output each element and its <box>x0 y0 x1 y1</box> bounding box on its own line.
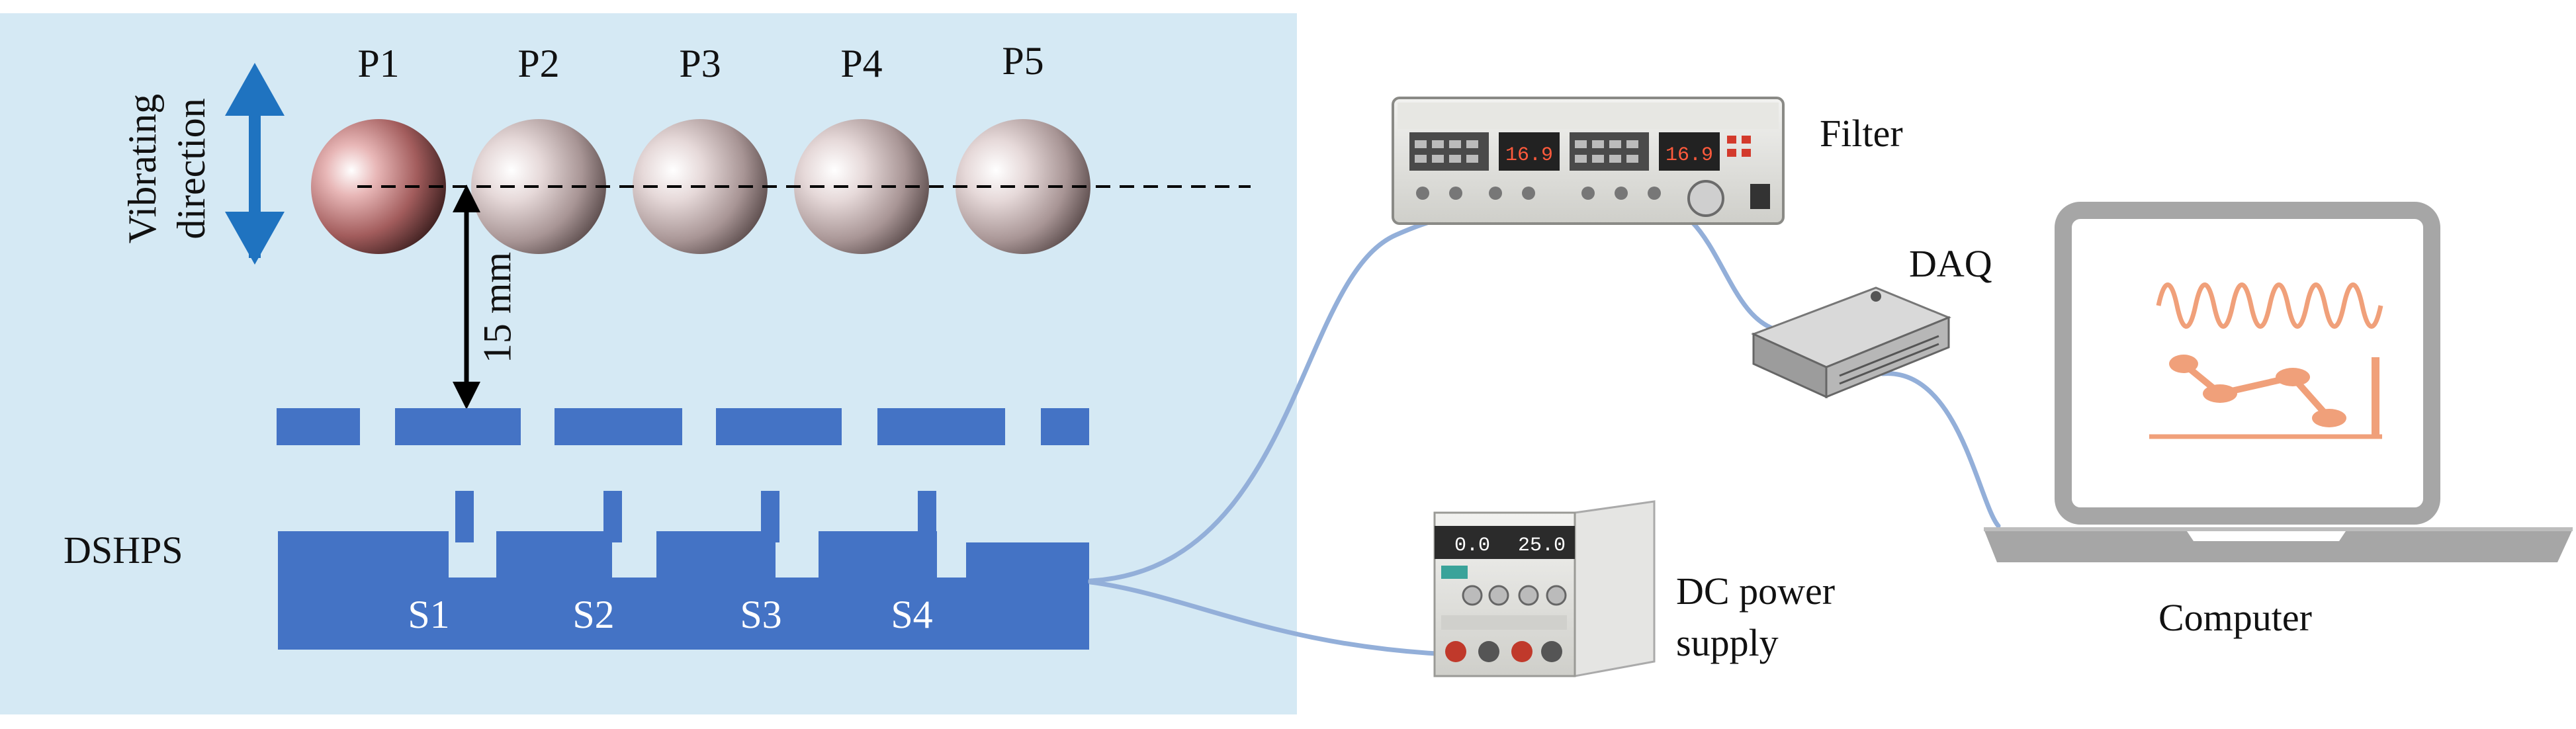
particle-label-p1: P1 <box>357 42 400 85</box>
particle-p5 <box>955 119 1090 254</box>
vibration-label-line1: Vibrating <box>120 93 164 244</box>
power-supply-label: DC power supply <box>1676 566 1835 669</box>
particle-p1 <box>311 119 446 254</box>
sensor-name-label: DSHPS <box>64 529 183 572</box>
daq-device <box>1751 286 1951 399</box>
filter-label: Filter <box>1820 112 1903 155</box>
filter-display-left: 16.9 <box>1505 144 1553 167</box>
cable-daq-to-computer <box>1880 371 2001 529</box>
vibration-arrow <box>225 63 285 265</box>
power-display-left: 0.0 <box>1454 535 1490 557</box>
particle-label-p5: P5 <box>1002 39 1044 83</box>
screen-plot-trace <box>2180 361 2332 421</box>
daq-label: DAQ <box>1909 242 1992 285</box>
power-supply-label-line2: supply <box>1676 621 1779 664</box>
screen-plot-markers <box>2169 355 2346 427</box>
filter-device <box>1392 97 1785 225</box>
power-supply-label-line1: DC power <box>1676 570 1836 613</box>
distance-label: 15 mm <box>475 251 519 364</box>
screen-signal-wave <box>2156 282 2383 329</box>
segment-label-s3: S3 <box>740 593 782 636</box>
cable-sensor-to-power <box>1088 579 1465 658</box>
particle-label-p2: P2 <box>517 42 560 85</box>
computer-laptop <box>1984 202 2573 562</box>
screen-plot-axes <box>2149 357 2382 439</box>
upper-electrodes <box>277 408 1089 445</box>
segment-label-s4: S4 <box>891 593 933 636</box>
vibration-label-line2: direction <box>169 98 213 239</box>
computer-label: Computer <box>2158 596 2312 639</box>
segment-label-s1: S1 <box>408 593 450 636</box>
segment-label-s2: S2 <box>572 593 615 636</box>
filter-display-right: 16.9 <box>1666 144 1713 167</box>
power-display-right: 25.0 <box>1518 535 1566 557</box>
particle-label-p4: P4 <box>840 42 883 85</box>
power-supply-device <box>1433 500 1656 677</box>
sensor-body <box>278 491 1089 650</box>
particle-label-p3: P3 <box>679 42 721 85</box>
